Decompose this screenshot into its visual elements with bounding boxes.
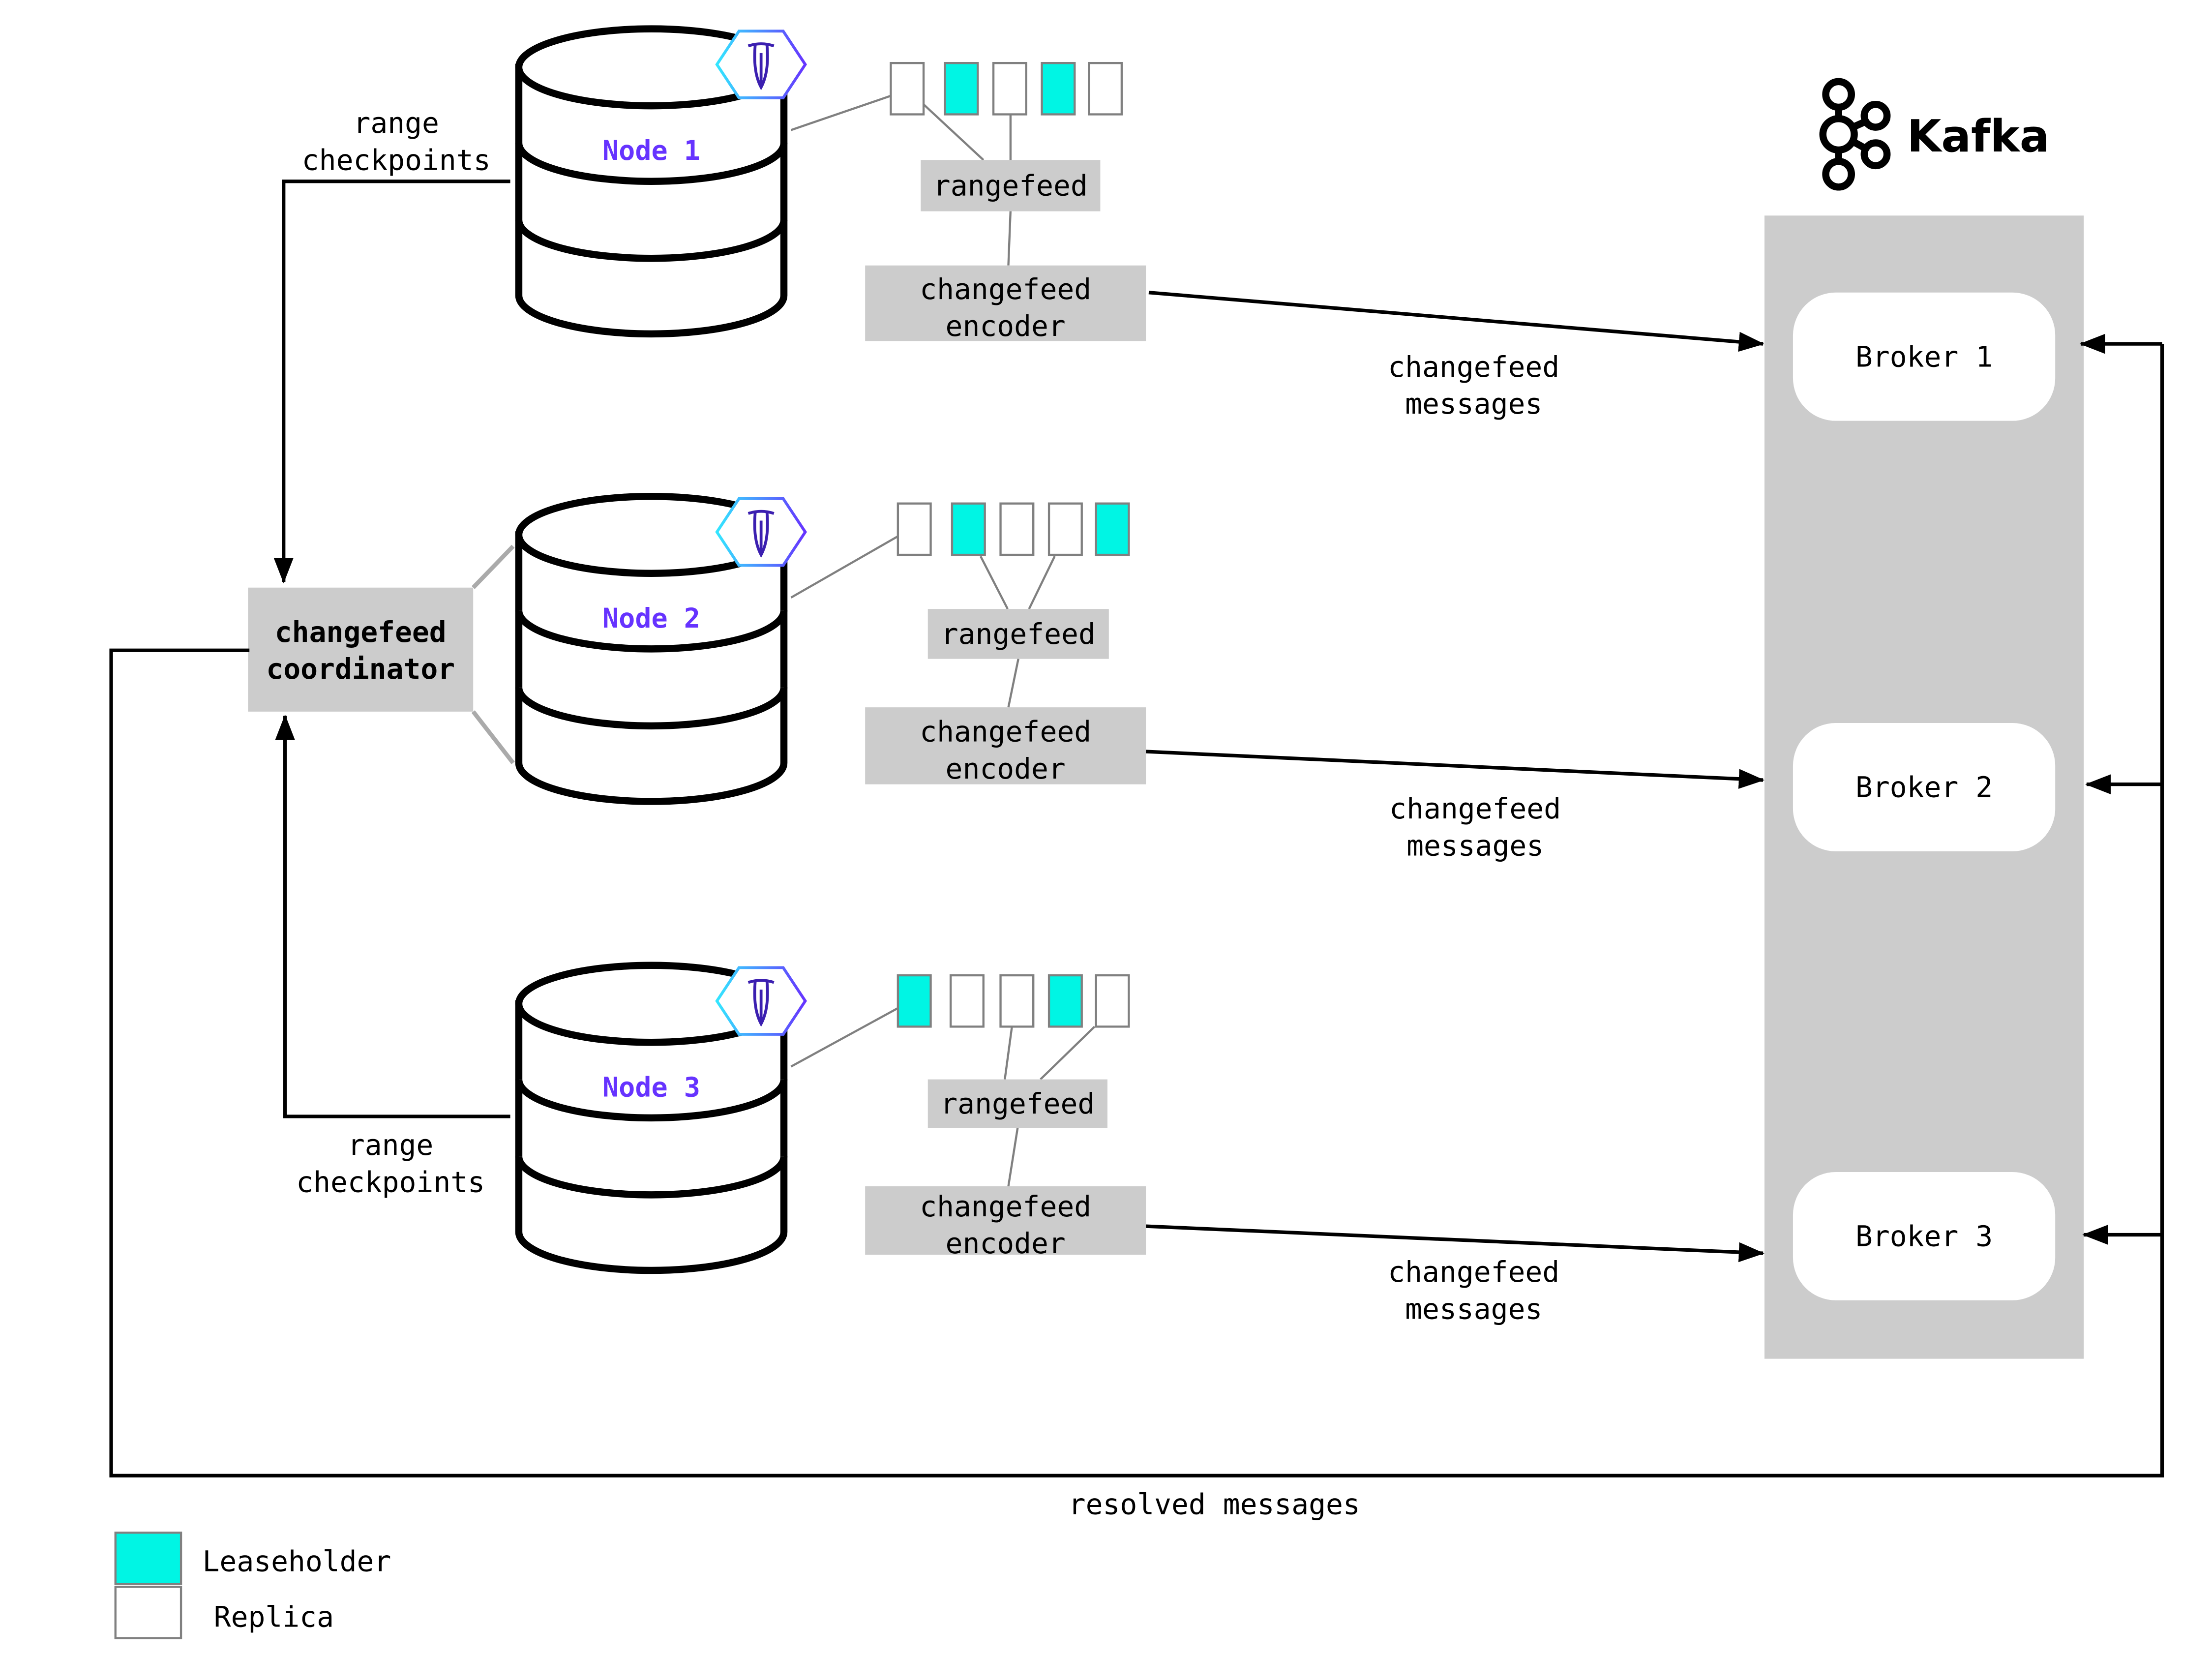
- node-2-label: Node 2: [602, 603, 700, 634]
- node-3: Node 3 rangefeed changefeed encoder changefe…: [515, 962, 1764, 1326]
- broker-2-box: [1793, 723, 2056, 851]
- node-1-messages-arrow: [1148, 291, 1764, 352]
- cockroachdb-logo-icon: [715, 497, 807, 567]
- cockroach-glyph: [747, 510, 775, 558]
- legend-replica-swatch: [114, 1586, 182, 1639]
- node-3-rangefeed-box: [927, 1079, 1107, 1128]
- node-3-range-replica: [999, 974, 1035, 1028]
- range-checkpoints-arrow-bottom: [275, 714, 510, 1118]
- node-1-rangefeed-box: [921, 160, 1101, 211]
- node-2-range-leaseholder: [1095, 502, 1130, 556]
- broker-3-box: [1793, 1172, 2056, 1300]
- node-2-encoder-box: [865, 707, 1146, 784]
- node-1-range-leaseholder: [1041, 61, 1076, 116]
- checkpoints-top-line1: range: [353, 106, 439, 140]
- broker-1-label: Broker 1: [1855, 340, 1993, 373]
- node-2-leaseholder-link: [980, 555, 1009, 610]
- node-2-rangefeed-label: rangefeed: [941, 617, 1096, 651]
- node-3-cylinder-band-1: [515, 1079, 788, 1122]
- coordinator-connector-bottom: [471, 710, 515, 764]
- kafka-logo-icon: [1819, 78, 1891, 191]
- node-1-encoder-label-line1: changefeed: [920, 272, 1091, 306]
- node-2-messages-arrow: [1145, 750, 1764, 789]
- node-3-rangefeed-label: rangefeed: [940, 1087, 1095, 1120]
- node-2-range-replica: [897, 502, 932, 556]
- node-1-label: Node 1: [602, 135, 700, 166]
- coordinator-label-line2: coordinator: [266, 652, 455, 686]
- node-2-rangefeed-box: [927, 609, 1109, 659]
- node-1-cylinder-body: [515, 63, 788, 338]
- legend-leaseholder-label: Leaseholder: [203, 1544, 391, 1578]
- node-2-rangefeed-encoder-link: [1007, 659, 1019, 708]
- node-3-range-leaseholder: [897, 974, 932, 1028]
- node-2-ranges-connector: [790, 535, 898, 599]
- broker-3-label: Broker 3: [1855, 1220, 1993, 1253]
- node-1-cylinder-band-2: [515, 219, 788, 262]
- node-3-messages-label-line2: messages: [1405, 1292, 1542, 1326]
- node-1-range-replica: [1088, 61, 1123, 116]
- node-1-encoder-box: [865, 265, 1146, 341]
- cockroachdb-logo-icon: [715, 30, 807, 99]
- node-3-encoder-label-line2: encoder: [946, 1227, 1066, 1260]
- legend-leaseholder-swatch: [114, 1532, 182, 1585]
- node-3-range-replica: [949, 974, 985, 1028]
- coordinator-connector-top: [472, 544, 515, 589]
- changefeed-coordinator-box: [248, 587, 474, 712]
- checkpoints-top-line2: checkpoints: [302, 144, 491, 177]
- cockroach-glyph: [747, 42, 775, 90]
- node-2-cylinder-band-1: [515, 610, 788, 653]
- node-2-encoder-label-line2: encoder: [946, 752, 1066, 785]
- node-3-leaseholder-link: [1004, 1026, 1013, 1080]
- kafka-logo-text: Kafka: [1907, 111, 2050, 162]
- node-2-range-replica: [1047, 502, 1083, 556]
- node-1-range-replica: [992, 61, 1027, 116]
- node-1: Node 1rangefeedchangefeedencoderchangefe…: [515, 25, 1764, 421]
- node-1-range-leaseholder: [944, 61, 979, 116]
- node-1-range-replica: [890, 61, 925, 116]
- resolved-messages-label: resolved messages: [1069, 1488, 1360, 1521]
- node-2-range-leaseholder: [951, 502, 986, 556]
- cockroach-glyph: [747, 979, 775, 1027]
- node-2-encoder-label-line1: changefeed: [920, 715, 1091, 749]
- broker-1-box: [1793, 292, 2056, 421]
- node-3-cylinder-band-2: [515, 1156, 788, 1199]
- broker-2-label: Broker 2: [1855, 771, 1993, 804]
- resolved-messages-line: [109, 344, 2164, 1477]
- node-3-rangefeed-encoder-link: [1007, 1127, 1019, 1187]
- coordinator-label-line1: changefeed: [275, 615, 447, 649]
- node-3-label: Node 3: [602, 1071, 700, 1103]
- node-2-range-replica: [999, 502, 1035, 556]
- node-1-rangefeed-encoder-link: [1007, 211, 1012, 266]
- legend-replica-label: Replica: [214, 1600, 334, 1633]
- node-3-encoder-label-line1: changefeed: [920, 1190, 1091, 1223]
- node-3-range-leaseholder: [1047, 974, 1083, 1028]
- node-2-cylinder-band-2: [515, 687, 788, 730]
- kafka-logo: Kafka: [1819, 78, 2050, 191]
- node-2-messages-label-line1: changefeed: [1389, 792, 1561, 825]
- node-2-cylinder-body: [515, 531, 788, 805]
- node-3-messages-arrow: [1145, 1224, 1764, 1263]
- node-3-cylinder-body: [515, 1000, 788, 1274]
- node-3-leaseholder-link: [1040, 1025, 1096, 1081]
- checkpoints-bottom-line2: checkpoints: [296, 1166, 485, 1199]
- node-2-messages-label-line2: messages: [1406, 829, 1544, 863]
- node-2-leaseholder-link: [1028, 555, 1056, 610]
- node-3-encoder-box: [865, 1186, 1146, 1255]
- node-1-rangefeed-label: rangefeed: [933, 169, 1088, 203]
- node-3-ranges-connector: [790, 1007, 898, 1068]
- node-3-messages-label-line1: changefeed: [1388, 1255, 1559, 1289]
- cockroachdb-logo-icon: [715, 966, 807, 1036]
- node-1-messages-label-line1: changefeed: [1388, 350, 1559, 384]
- node-3-range-replica: [1095, 974, 1130, 1028]
- range-checkpoints-arrow-top: [273, 180, 510, 584]
- node-1-cylinder-band-1: [515, 143, 788, 185]
- node-1-leaseholder-link: [923, 103, 985, 161]
- node-1-encoder-label-line2: encoder: [946, 309, 1066, 343]
- checkpoints-bottom-line1: range: [348, 1128, 433, 1162]
- node-1-messages-label-line2: messages: [1405, 387, 1542, 421]
- node-1-ranges-connector: [790, 94, 892, 131]
